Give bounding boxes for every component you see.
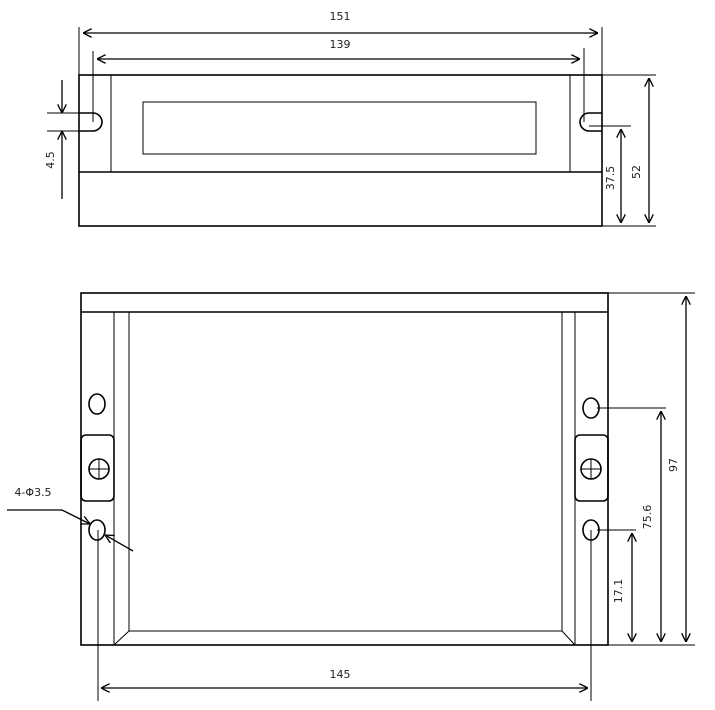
dim-97-label: 97 <box>667 458 680 472</box>
dim-151-label: 151 <box>330 10 351 23</box>
dim-139-label: 139 <box>330 38 351 51</box>
bottom-view: 97 75.6 17.1 145 4-Φ3.5 <box>7 292 695 701</box>
bottom-outline <box>80 292 609 646</box>
screw-icon <box>580 458 602 480</box>
left-bracket <box>80 434 115 502</box>
inner-panel <box>128 312 563 632</box>
mount-hole <box>88 519 106 541</box>
dim-17.1-label: 17.1 <box>612 579 625 604</box>
top-outline <box>78 74 603 227</box>
hole-callout-label: 4-Φ3.5 <box>14 486 51 499</box>
right-bracket <box>574 434 609 502</box>
left-slot <box>79 112 103 132</box>
top-view: 151 139 4.5 37.5 52 <box>44 10 656 227</box>
dim-145-label: 145 <box>330 668 351 681</box>
mount-hole <box>88 393 106 415</box>
dim-4.5-label: 4.5 <box>44 151 57 169</box>
right-slot <box>579 112 602 132</box>
front-window <box>142 101 537 155</box>
mount-hole <box>582 397 600 419</box>
screw-icon <box>88 458 110 480</box>
dim-75.6-label: 75.6 <box>641 505 654 530</box>
dim-52-label: 52 <box>630 165 643 179</box>
dim-37.5-label: 37.5 <box>604 166 617 191</box>
